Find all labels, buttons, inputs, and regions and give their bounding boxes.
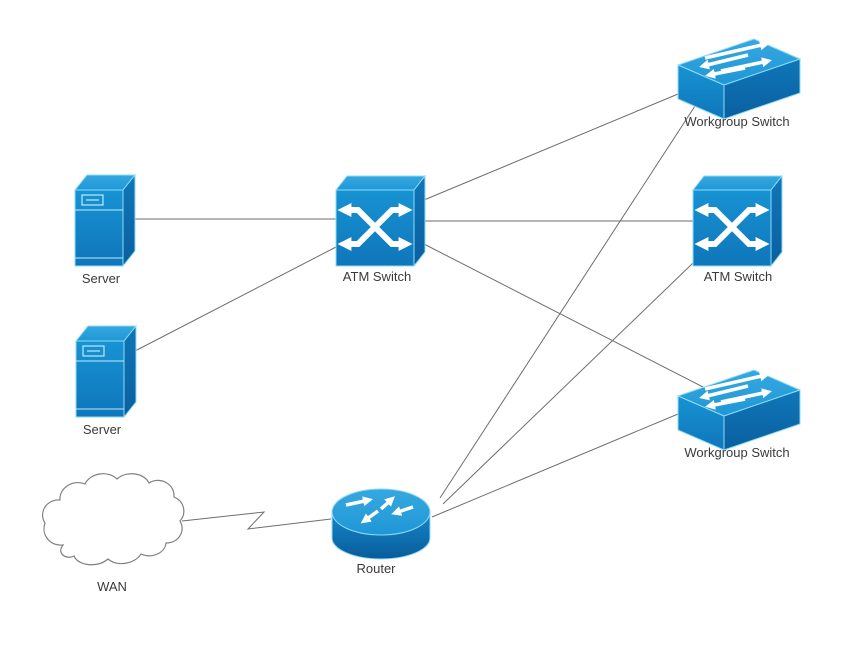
server-drive-icon	[76, 345, 124, 410]
connector-server2-atmcenter	[134, 246, 337, 352]
connector-router-atmright	[442, 262, 694, 505]
workgroup-switch-bottom[interactable]	[676, 369, 802, 451]
wan-label: WAN	[97, 579, 127, 594]
wg-arrows-icon	[699, 371, 772, 410]
server-side-face	[122, 173, 136, 268]
wan-cloud[interactable]	[41, 473, 185, 566]
server-1[interactable]	[73, 173, 137, 268]
cloud-shape	[41, 473, 185, 566]
wg-side-face	[723, 389, 801, 451]
atm-cross-arrows-icon	[694, 203, 770, 251]
router-arrows-icon	[345, 496, 414, 524]
connector-router-wgbottom	[431, 413, 679, 518]
server-2[interactable]	[74, 324, 138, 419]
server-front-face	[75, 340, 125, 418]
server-1-label: Server	[82, 271, 121, 286]
atm-switch-center-label: ATM Switch	[343, 269, 411, 284]
atm-switch-right-label: ATM Switch	[704, 269, 772, 284]
atm-side-face	[770, 174, 783, 268]
atm-switch-center[interactable]	[334, 174, 427, 268]
server-front-face	[74, 189, 124, 267]
connector-atmcenter-wgbottom	[421, 242, 704, 388]
server-drive-icon	[75, 194, 123, 259]
router-label: Router	[356, 561, 396, 576]
atm-top-face	[334, 175, 427, 191]
workgroup-switch-top[interactable]	[676, 38, 802, 120]
router[interactable]	[331, 488, 431, 560]
connectors	[134, 93, 704, 530]
atm-top-face	[691, 175, 784, 191]
connector-atmcenter-wgtop	[423, 93, 679, 201]
router-top-face	[331, 488, 431, 536]
workgroup-switch-top-label: Workgroup Switch	[684, 114, 789, 129]
wg-arrows-icon	[699, 40, 772, 79]
connector-router-wgtop	[439, 105, 696, 499]
connector-wan-router-zigzag	[181, 511, 332, 530]
server-side-face	[123, 324, 137, 419]
server-2-label: Server	[83, 422, 122, 437]
atm-switch-right[interactable]	[691, 174, 784, 268]
atm-side-face	[413, 174, 426, 268]
wg-side-face	[723, 58, 801, 120]
atm-cross-arrows-icon	[337, 203, 413, 251]
workgroup-switch-bottom-label: Workgroup Switch	[684, 445, 789, 460]
